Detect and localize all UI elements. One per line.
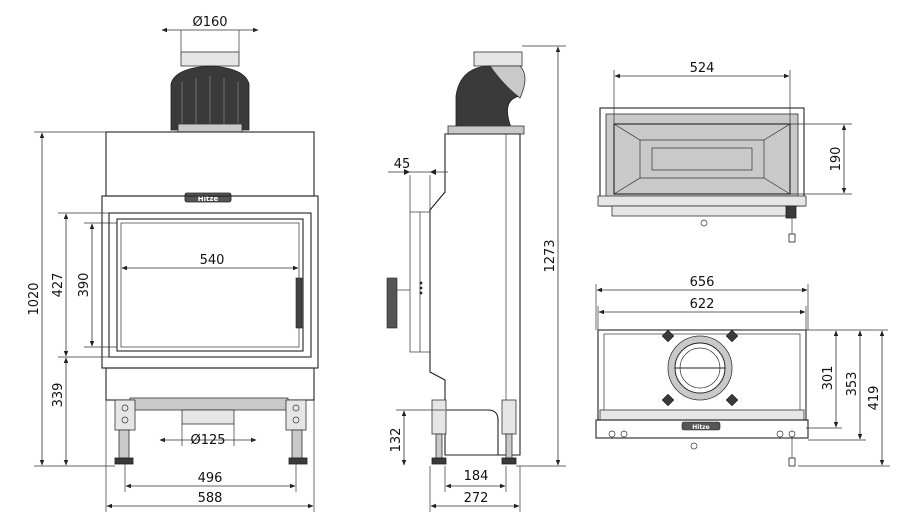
left-leg bbox=[114, 399, 136, 465]
brand-label: Hitze bbox=[198, 195, 219, 203]
door bbox=[108, 212, 312, 358]
brand-plate bbox=[184, 192, 232, 203]
dim-glass-height: 390 bbox=[77, 273, 92, 298]
air-inlet-box bbox=[129, 397, 289, 411]
dim-top-inner-width: 524 bbox=[690, 61, 715, 76]
flue-collar bbox=[180, 51, 240, 67]
dim-total-depth: 272 bbox=[464, 491, 489, 506]
dim-door-depth: 45 bbox=[394, 157, 411, 172]
lower-body bbox=[105, 367, 315, 401]
dim-top-depth: 190 bbox=[829, 147, 844, 172]
bottom-brand-label: Hitze bbox=[692, 424, 710, 431]
dim-bottom-depth-2: 353 bbox=[845, 372, 860, 397]
bottom-front-rail bbox=[595, 419, 809, 439]
dim-flue-diameter: Ø160 bbox=[192, 15, 227, 30]
side-flue-collar bbox=[473, 51, 523, 67]
side-body bbox=[429, 133, 521, 456]
side-view: 45 1273 132 184 272 bbox=[386, 45, 566, 512]
dim-glass-width: 540 bbox=[200, 253, 225, 268]
dim-total-height: 1020 bbox=[27, 282, 42, 315]
dim-leg-span: 496 bbox=[198, 471, 223, 486]
side-door-handle bbox=[386, 277, 398, 329]
dim-inlet-depth: 184 bbox=[464, 469, 489, 484]
dim-bottom-depth-1: 301 bbox=[821, 366, 836, 391]
side-air-inlet bbox=[445, 409, 499, 455]
dim-bottom-inner-width: 622 bbox=[690, 297, 715, 312]
dim-overall-height: 1273 bbox=[543, 239, 558, 272]
dim-total-width: 588 bbox=[198, 491, 223, 506]
door-frame bbox=[101, 195, 319, 369]
dim-inlet-height: 132 bbox=[389, 428, 404, 453]
dim-base-height: 339 bbox=[51, 383, 66, 408]
front-view: Hitze Ø160 102 bbox=[27, 15, 319, 512]
dim-bottom-outer-width: 656 bbox=[690, 275, 715, 290]
dim-bottom-depth-3: 419 bbox=[867, 386, 882, 411]
top-view: 524 190 bbox=[597, 61, 852, 243]
right-leg bbox=[285, 399, 308, 465]
top-inner bbox=[613, 123, 791, 195]
door-handle bbox=[295, 277, 303, 329]
glass bbox=[116, 218, 304, 352]
bottom-view: Hitze 656 622 301 353 419 bbox=[595, 275, 890, 467]
upper-housing bbox=[105, 131, 315, 197]
dim-inlet-diameter: Ø125 bbox=[190, 433, 225, 448]
top-baffle bbox=[613, 123, 791, 195]
dim-door-height: 427 bbox=[51, 273, 66, 298]
